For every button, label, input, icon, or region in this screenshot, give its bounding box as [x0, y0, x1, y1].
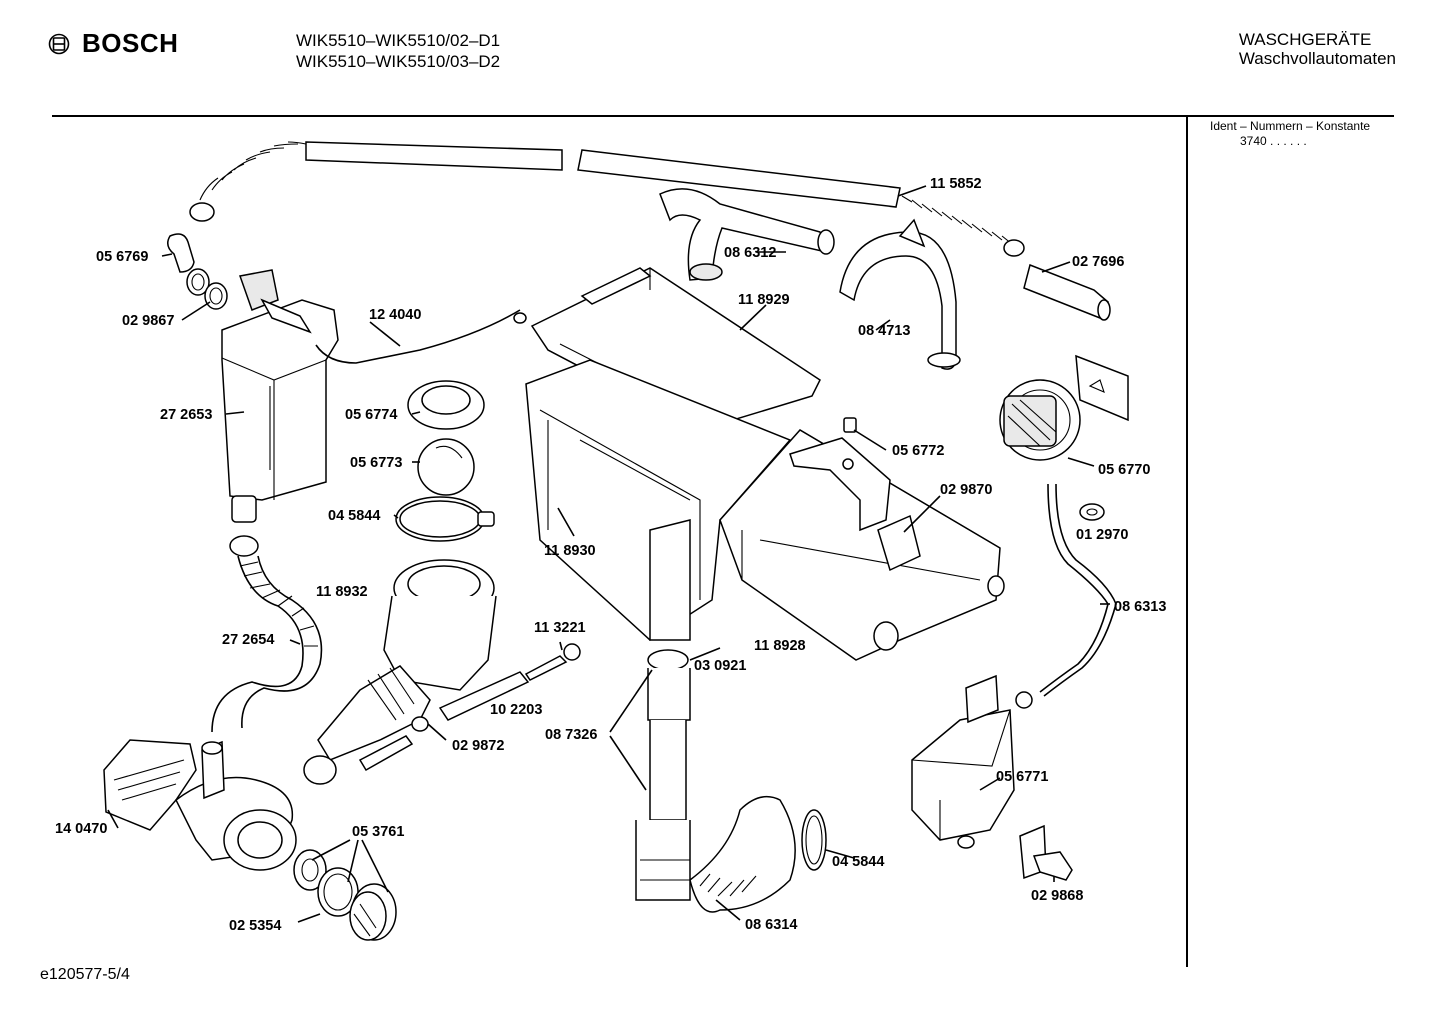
pressure-switch [999, 354, 1129, 461]
part-label: 11 8929 [738, 292, 790, 308]
part-label: 11 8932 [316, 584, 368, 600]
bosch-armature-icon [48, 33, 70, 54]
model-line-1: WIK5510–WIK5510/02–D1 [296, 31, 501, 50]
part-label: 04 5844 [328, 508, 380, 524]
part-label: 08 4713 [858, 323, 910, 339]
long-hose [189, 141, 1025, 257]
drawing-code: e120577-5/4 [40, 966, 130, 983]
elbow-and-gaskets [167, 233, 228, 310]
part-label: 05 6773 [350, 455, 402, 471]
part-label: 27 2654 [222, 632, 274, 648]
pump-seals-and-cap [293, 849, 397, 941]
part-label: 02 9872 [452, 738, 504, 754]
part-number-labels: 11 5852 05 6769 08 6312 02 7696 02 9867 … [55, 176, 1166, 934]
ident-value: 3740 . . . . . . [1240, 134, 1307, 148]
valve-seal-ball-ring [395, 380, 495, 542]
part-label: 03 0921 [694, 658, 746, 674]
header-divider [52, 115, 1394, 117]
part-label: 05 6769 [96, 249, 148, 265]
corrugated-drain-hose [211, 535, 323, 733]
bosch-logo: BOSCH [48, 28, 178, 59]
part-label: 08 6314 [745, 917, 797, 933]
part-label: 14 0470 [55, 821, 107, 837]
small-hose-pieces [358, 643, 581, 772]
category-line-1: WASCHGERÄTE [1238, 30, 1372, 49]
thin-hose [315, 309, 521, 364]
inlet-bend-pipe [659, 188, 835, 281]
part-label: 08 6312 [724, 245, 776, 261]
drain-pump [103, 739, 297, 871]
part-label: 08 7326 [545, 727, 597, 743]
drum-bellow-connector [303, 559, 497, 785]
part-label: 01 2970 [1076, 527, 1128, 543]
part-label: 02 7696 [1072, 254, 1124, 270]
brand-name: BOSCH [82, 28, 179, 58]
product-category: WASCHGERÄTE Waschvollautomaten [1239, 30, 1396, 68]
air-trap-chamber [911, 674, 1033, 849]
dispenser-lid [530, 267, 821, 431]
dispenser-housing [525, 359, 792, 641]
side-column-divider [1186, 117, 1188, 967]
leader-lines [107, 185, 1110, 923]
part-label: 02 5354 [229, 918, 281, 934]
hose-end-fitting [1023, 263, 1111, 321]
part-label: 11 5852 [930, 176, 982, 192]
part-label: 02 9868 [1031, 888, 1083, 904]
model-line-2: WIK5510–WIK5510/03–D2 [296, 52, 501, 71]
category-line-2: Waschvollautomaten [1238, 49, 1396, 68]
ident-title: Ident – Nummern – Konstante [1210, 119, 1371, 133]
part-label: 10 2203 [490, 702, 542, 718]
ident-number-box: Ident – Nummern – Konstante 3740 . . . .… [1210, 119, 1370, 149]
vertical-drain-hose [635, 649, 691, 901]
part-label: 05 6774 [345, 407, 397, 423]
part-label: 05 6770 [1098, 462, 1150, 478]
model-numbers: WIK5510–WIK5510/02–D1 WIK5510–WIK5510/03… [296, 30, 500, 72]
part-label: 05 6771 [996, 769, 1048, 785]
part-label: 02 9870 [940, 482, 992, 498]
part-label: 27 2653 [160, 407, 212, 423]
hose-clamp-bracket [839, 218, 961, 370]
drain-bend-and-ring [689, 795, 827, 913]
mounting-bracket [789, 417, 891, 532]
part-label: 05 3761 [352, 824, 404, 840]
part-label: 05 6772 [892, 443, 944, 459]
thin-hose-end [513, 312, 527, 324]
part-label: 11 3221 [534, 620, 586, 636]
detergent-container [221, 269, 339, 523]
part-label: 04 5844 [832, 854, 884, 870]
drain-tap [1019, 824, 1073, 881]
part-label: 11 8928 [754, 638, 806, 654]
pressure-hose [1039, 483, 1117, 697]
part-label: 08 6313 [1114, 599, 1166, 615]
part-label: 12 4040 [369, 307, 421, 323]
part-label: 11 8930 [544, 543, 596, 559]
part-label: 02 9867 [122, 313, 174, 329]
